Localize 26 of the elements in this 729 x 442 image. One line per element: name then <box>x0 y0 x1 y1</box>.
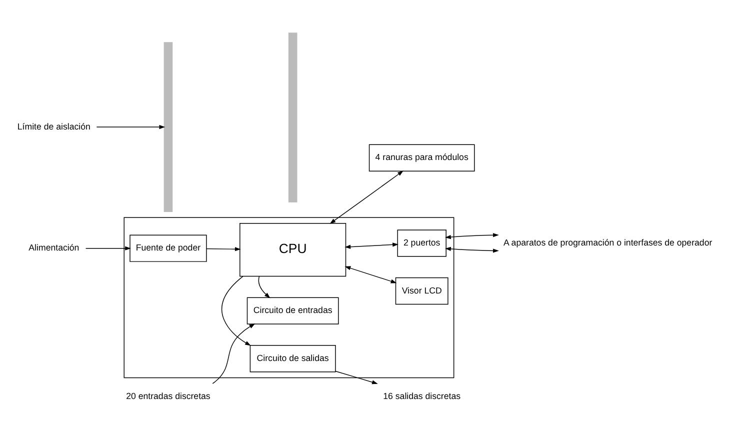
arrow <box>212 323 256 384</box>
arrow <box>344 242 398 248</box>
node-box: Circuito de salidas <box>250 344 336 372</box>
node-text: 20 entradas discretas <box>126 390 210 401</box>
node-text: 16 salidas discretas <box>383 390 461 401</box>
arrow <box>335 370 378 384</box>
node-box: Visor LCD <box>395 276 448 304</box>
node-box: Circuito de entradas <box>246 296 339 324</box>
node-box: 4 ranuras para módulos <box>368 144 475 172</box>
node-bar <box>164 42 173 212</box>
arrow <box>330 170 404 224</box>
arrow <box>222 276 251 346</box>
node-box: 2 puertos <box>397 229 446 256</box>
node-box: Fuente de poder <box>130 234 207 262</box>
node-bar <box>288 32 298 202</box>
arrow <box>258 276 270 298</box>
arrow <box>85 246 131 250</box>
arrow <box>206 246 241 251</box>
node-text: Alimentación <box>28 242 80 252</box>
arrow <box>96 124 166 129</box>
node-text: Límite de aislación <box>17 120 90 131</box>
arrow <box>445 232 499 239</box>
arrow <box>445 246 499 252</box>
node-text: A aparatos de programación o interfases de operador <box>503 236 712 247</box>
node-box: CPU <box>240 222 346 276</box>
arrow <box>344 266 397 283</box>
